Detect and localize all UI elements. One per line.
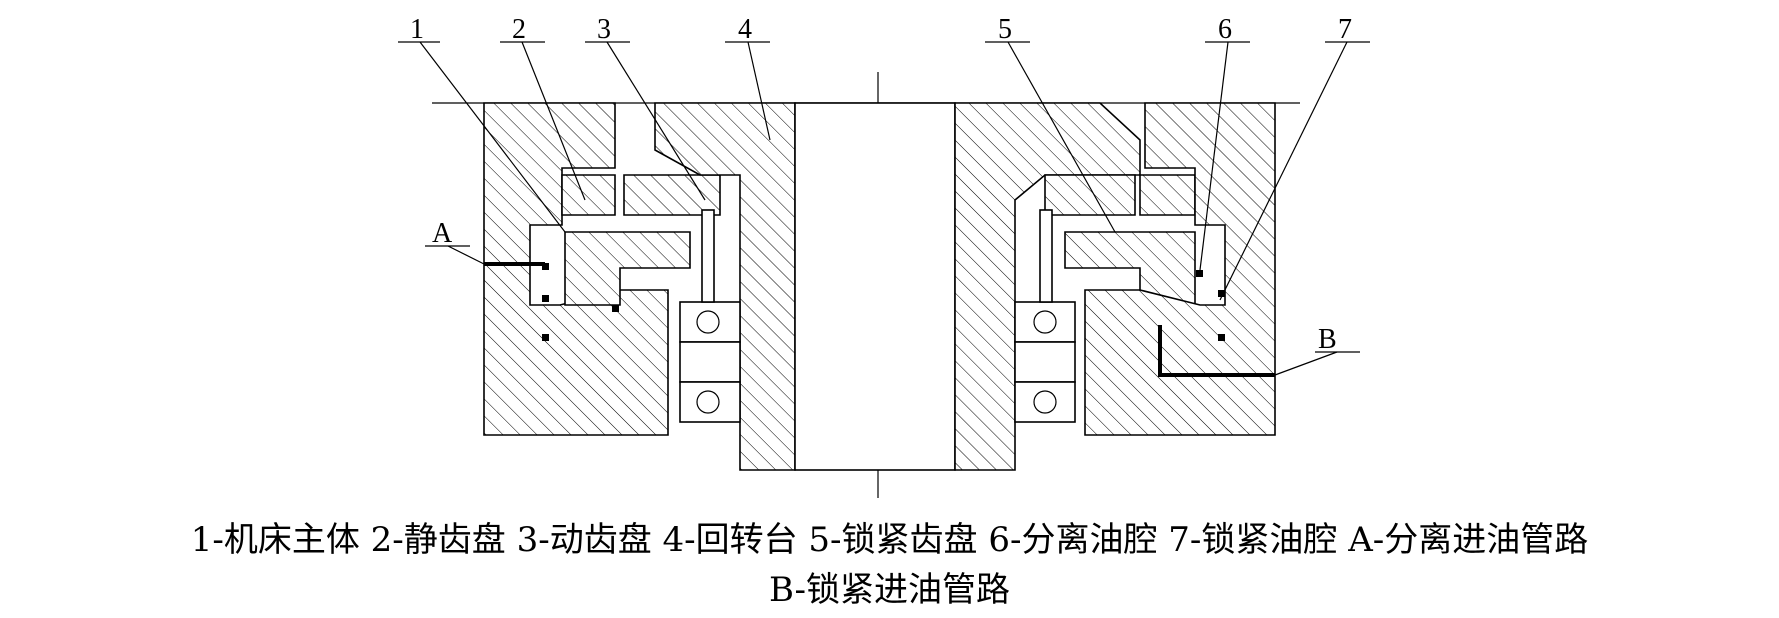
seal-right-3	[1218, 334, 1225, 341]
bearing-right-ball-upper	[1033, 310, 1057, 334]
static-gear-disc-left	[561, 174, 616, 216]
bearing-left-ball-upper	[696, 310, 720, 334]
seal-right-2	[1218, 290, 1225, 297]
movable-gear-disc-left	[623, 174, 721, 216]
seal-left-1	[542, 263, 549, 270]
callout-4: 4	[738, 14, 752, 45]
bearing-right-ball-lower	[1033, 390, 1057, 414]
seal-right-1	[1196, 270, 1203, 277]
seal-left-4	[612, 305, 619, 312]
legend-line-1: 1-机床主体 2-静齿盘 3-动齿盘 4-回转台 5-锁紧齿盘 6-分离油腔 7…	[190, 520, 1589, 560]
callout-5: 5	[998, 14, 1012, 45]
callout-b: B	[1318, 324, 1337, 355]
spindle-pin-right	[1039, 209, 1053, 303]
callout-1: 1	[410, 14, 424, 45]
leader-lines	[398, 41, 1370, 376]
locking-gear-left	[564, 231, 691, 306]
callout-7: 7	[1338, 14, 1352, 45]
bearing-left-upper	[679, 301, 741, 343]
seal-left-3	[542, 334, 549, 341]
callout-3: 3	[597, 14, 611, 45]
center-bore	[794, 102, 956, 471]
callout-2: 2	[512, 14, 526, 45]
static-gear-disc-right	[1139, 174, 1196, 216]
callout-6: 6	[1218, 14, 1232, 45]
legend-line-2: B-锁紧进油管路	[768, 570, 1011, 610]
pipe-b	[1158, 325, 1275, 377]
bearing-right-lower	[1014, 381, 1076, 423]
movable-gear-disc-right	[1044, 174, 1136, 216]
bearing-right-spacer	[1014, 341, 1076, 383]
seal-left-2	[542, 295, 549, 302]
machine-body-right	[1084, 102, 1276, 436]
bearing-left-spacer	[679, 341, 741, 383]
spindle-pin-left	[701, 209, 715, 303]
rotary-table-cross-section: 1 2 3 4 5 6 7 A B	[398, 14, 1370, 498]
bearing-left-ball-lower	[696, 390, 720, 414]
bearing-right-upper	[1014, 301, 1076, 343]
callout-a: A	[432, 218, 453, 249]
bearing-left-lower	[679, 381, 741, 423]
